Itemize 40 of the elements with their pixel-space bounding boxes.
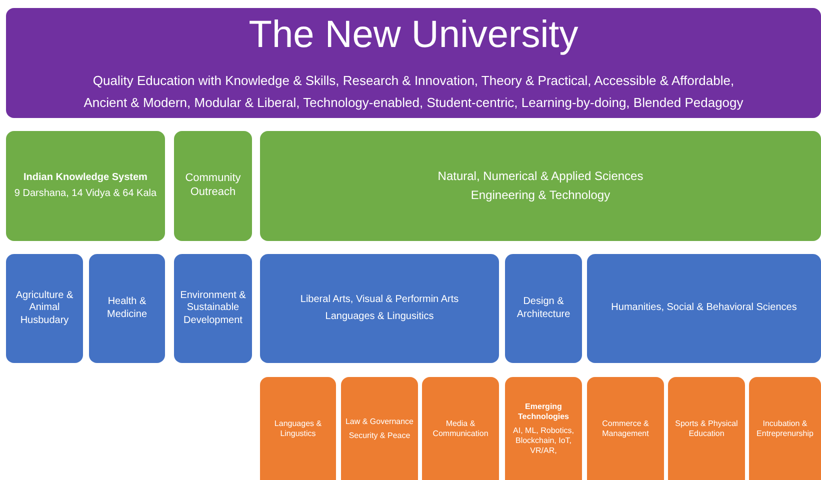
box-text: Design & Architecture — [516, 296, 572, 321]
category-box — [668, 377, 745, 480]
subtitle-text: Quality Education with Knowledge & Skills, Research & Innovation, Theory & Practical, Accessible & Affordable, Ancient & Modern, Modular & Liberal, Technology-enabled, Student-centric, Learning-by-doing, Blended Pedagogy — [82, 72, 744, 112]
category-box — [505, 377, 582, 480]
box-text: Languages & Lingustics — [273, 418, 323, 438]
category-box — [174, 131, 252, 241]
box-text: Security & Peace — [348, 430, 410, 440]
box-heading: Indian Knowledge System — [24, 172, 148, 184]
title-text: The New University — [248, 13, 578, 58]
box-text: Sports & Physical Education — [674, 418, 739, 438]
box-text: AI, ML, Robotics, Blockchain, IoT, VR/AR, — [512, 426, 575, 456]
category-box — [6, 131, 165, 241]
category-box — [89, 254, 165, 363]
category-box — [341, 377, 418, 480]
category-box — [505, 254, 582, 363]
box-text: Engineering & Technology — [470, 188, 610, 203]
category-box — [749, 377, 821, 480]
box-text: Health & Medicine — [106, 296, 148, 321]
category-box — [6, 254, 83, 363]
box-text: Liberal Arts, Visual & Performin Arts — [300, 294, 459, 306]
category-box — [587, 377, 664, 480]
title-banner — [6, 8, 821, 118]
category-box — [260, 377, 336, 480]
box-text: Natural, Numerical & Applied Sciences — [438, 169, 644, 184]
box-text: Environment & Sustainable Development — [179, 290, 247, 328]
category-box — [260, 254, 499, 363]
category-box — [422, 377, 499, 480]
box-text: Incubation & Entreprenurship — [756, 418, 814, 438]
category-box — [174, 254, 252, 363]
box-text: Agriculture & Animal Husbudary — [14, 290, 74, 328]
category-box — [587, 254, 821, 363]
box-text: 9 Darshana, 14 Vidya & 64 Kala — [14, 188, 157, 200]
box-text: Law & Governance — [345, 416, 414, 426]
box-heading: Emerging Technologies — [517, 402, 570, 422]
box-text: Languages & Lingusitics — [325, 310, 434, 323]
box-text: Humanities, Social & Behavioral Sciences — [611, 302, 797, 315]
box-text: Media & Communication — [432, 418, 490, 438]
box-text: Commerce & Management — [601, 418, 650, 438]
box-text: Community Outreach — [184, 172, 242, 200]
category-box — [260, 131, 821, 241]
